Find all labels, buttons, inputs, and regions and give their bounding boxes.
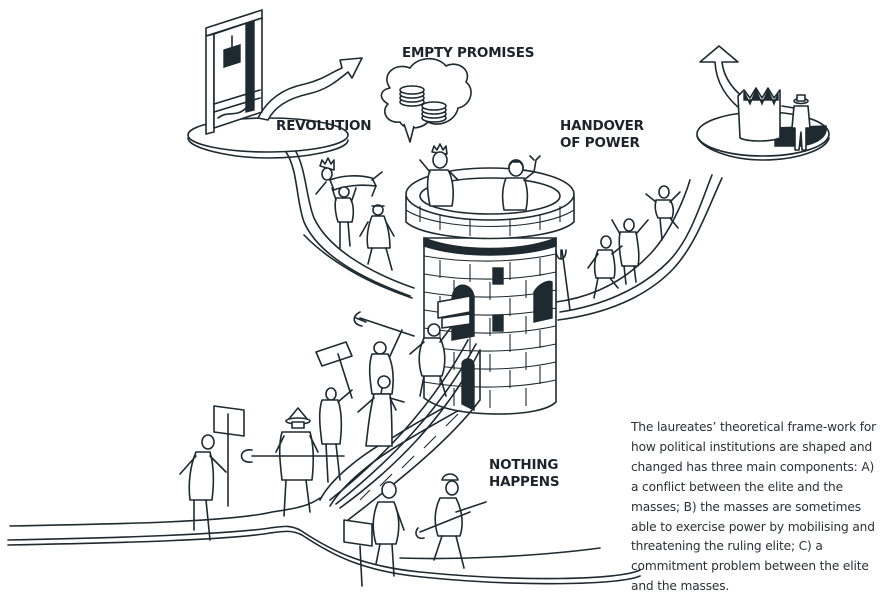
- figure-carrier: [331, 186, 357, 249]
- figure-woman-walking: [343, 481, 405, 587]
- figure-farmer-hat: [240, 407, 345, 517]
- revolution-arrow-icon: [257, 57, 363, 121]
- tower-stairs: [329, 339, 481, 521]
- coin-stack-icon: [399, 85, 447, 123]
- figure-walker: [359, 204, 395, 271]
- tower-window: [492, 267, 504, 285]
- label-revolution: REVOLUTION: [276, 118, 372, 134]
- pitchfork-icon: [555, 249, 571, 311]
- label-empty-promises: EMPTY PROMISES: [402, 45, 535, 61]
- figure-king: [419, 143, 459, 207]
- figure-man-cap-pitchfork: [415, 473, 487, 569]
- path-revolution: [285, 149, 415, 299]
- thought-bubble: [380, 57, 472, 143]
- door-sign: [437, 295, 471, 319]
- figure-protester-climbing: [409, 313, 471, 397]
- figure-man-with-hat: [781, 94, 811, 151]
- tower-window: [492, 314, 504, 332]
- figure-protester-woman: [357, 375, 405, 447]
- tower-side-door: [533, 280, 553, 323]
- figure-cheering-1: [645, 185, 681, 241]
- guillotine-icon: [205, 9, 263, 135]
- crown-icon: [737, 87, 781, 142]
- figure-protester-sign: [315, 341, 353, 483]
- path-handover: [555, 174, 723, 321]
- figure-bald-man-sign: [179, 405, 245, 541]
- label-nothing-happens: NOTHING HAPPENS: [489, 457, 560, 490]
- figure-elite: [501, 155, 541, 211]
- tower: [405, 167, 575, 415]
- figure-cheering-2: [611, 218, 649, 285]
- figure-caption: The laureates’ theoretical frame-work fo…: [631, 420, 877, 594]
- label-handover-of-power: HANDOVER OF POWER: [560, 118, 644, 151]
- figure-cheering-3: [587, 235, 623, 299]
